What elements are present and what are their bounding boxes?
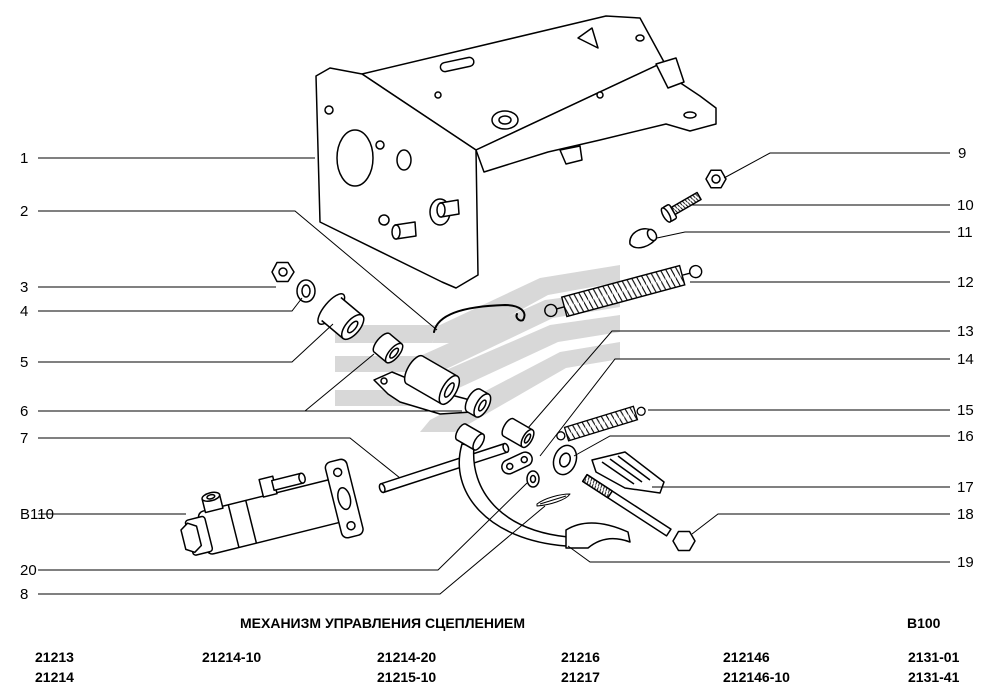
spring-clip-part [433,303,526,333]
bushing-part-a [372,332,404,364]
clutch-pedal-part [454,423,631,549]
callout-label: 17 [957,479,974,496]
model-number: 21214 [35,669,74,685]
pedal-spring-part [544,264,703,318]
model-number: 2131-41 [908,669,960,685]
long-bolt-part [581,473,696,552]
model-number: 21213 [35,649,74,665]
pedal-axle-rod-part [378,442,510,494]
leader-line-20 [38,482,528,571]
callout-label: 2 [20,203,28,220]
leader-line-4 [38,297,303,312]
model-number: 21214-10 [202,649,261,665]
bushing-part-b [464,388,492,418]
callout-label: 9 [958,145,966,162]
pedal-bracket-part [315,15,717,289]
leader-line-6b [304,353,375,412]
callout-label: 3 [20,279,28,296]
callout-label: 1 [20,150,28,167]
leader-line-13 [527,330,950,429]
callout-label: 10 [957,197,974,214]
callout-label: 5 [20,354,28,371]
small-washer-part [526,470,540,488]
leader-line-2 [38,210,438,331]
callout-label: 4 [20,303,28,320]
callout-label: B110 [20,506,54,523]
leader-lines-right [527,152,950,563]
leader-line-14 [539,358,950,457]
diagram-code: B100 [907,615,941,631]
leader-line-11 [656,231,950,239]
leader-line-5 [38,323,334,363]
leader-line-9 [723,152,950,179]
model-number: 2131-01 [908,649,960,665]
callout-label: 18 [957,506,974,523]
callout-label: 14 [957,351,974,368]
stop-bolt-part [660,191,702,223]
callout-label: 13 [957,323,974,340]
model-number: 212146-10 [723,669,790,685]
callout-labels-right: 9 10 11 12 13 14 15 16 17 18 19 [957,145,974,571]
callout-label: 16 [957,428,974,445]
callout-label: 20 [20,562,37,579]
leader-line-7 [38,437,401,479]
leader-line-18 [691,513,950,535]
link-plate-part [501,451,533,475]
model-number: 21216 [561,649,600,665]
pedal-pad-cover-part [591,451,665,494]
nut-part [271,261,295,283]
flanged-bushing-part [317,293,365,341]
model-number: 21214-20 [377,649,436,665]
pedal-washer-part [552,444,578,476]
callout-label: 15 [957,402,974,419]
callout-label: 19 [957,554,974,571]
cotter-pin-part [536,493,571,507]
spacer-bushing-part [403,354,461,406]
model-number: 212146 [723,649,770,665]
callout-label: 7 [20,430,28,447]
diagram-footer: МЕХАНИЗМ УПРАВЛЕНИЯ СЦЕПЛЕНИЕМ B100 2121… [35,615,960,685]
model-number: 21217 [561,669,600,685]
leader-line-8 [38,505,546,595]
leader-lines-left [38,157,546,595]
rubber-bumper-part [629,228,658,249]
callout-label: 8 [20,586,28,603]
washer-part [296,279,316,303]
leader-line-16 [573,435,950,457]
callout-labels-left: 1 2 3 4 5 6 7 B110 20 8 [20,150,54,603]
callout-label: 11 [957,224,973,241]
callout-label: 12 [957,274,974,291]
diagram-title: МЕХАНИЗМ УПРАВЛЕНИЯ СЦЕПЛЕНИЕМ [240,615,525,631]
stop-nut-part [705,169,727,189]
callout-label: 6 [20,403,28,420]
clutch-master-cylinder-part [180,458,364,556]
return-spring-part [556,405,646,442]
model-number: 21215-10 [377,669,436,685]
leader-line-19 [567,545,950,563]
pedal-bushing-part [501,417,535,449]
